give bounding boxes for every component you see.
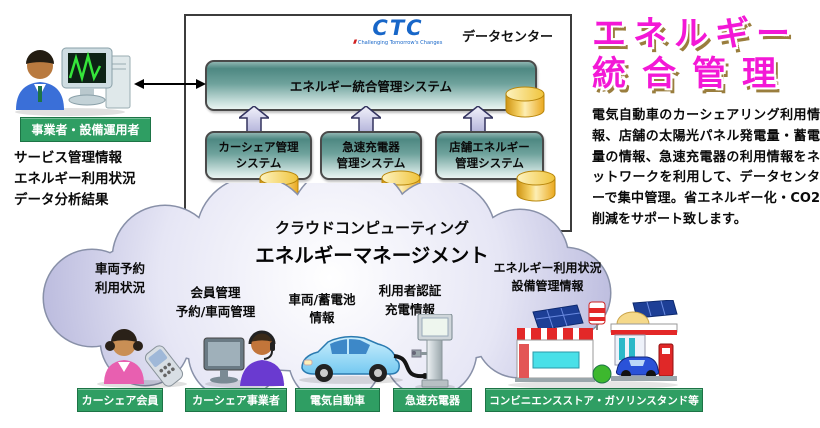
operator-info-item: データ分析結果 [14,192,109,208]
up-arrow-icon [239,106,269,133]
operator-label-badge: 事業者・設備運用者 [20,117,151,142]
entity-label-electric-vehicle: 電気自動車 [295,388,380,412]
cloud-label-member-management: 会員管理 予約/車両管理 [175,285,256,319]
entity-label-store-gas-station: コンビニエンスストア・ガソリンスタンド等 [485,388,703,412]
call-center-operator-icon [203,330,285,388]
operator-info-item: サービス管理情報 [14,150,122,166]
carshare-system-box: カーシェア管理 システム [205,131,312,180]
double-arrow-icon [134,79,206,89]
energy-management-title: エネルギーマネージメント [255,244,489,267]
promo-description: 電気自動車のカーシェアリング利用情報、店舗の太陽光パネル発電量・蓄電量の情報、急… [592,108,820,227]
electric-car-icon [299,335,428,384]
cloud-label-vehicle-battery-info: 車両/蓄電池 情報 [288,292,356,325]
up-arrow-icon [463,106,493,133]
cloud-label-vehicle-reservation: 車両予約 利用状況 [95,261,146,295]
store-energy-system-box: 店舗エネルギー 管理システム [435,131,544,180]
main-system-box: エネルギー統合管理システム [205,60,537,111]
up-arrow-icon [351,106,381,133]
cloud-label-energy-usage-facility: エネルギー利用状況 設備管理情報 [493,261,602,293]
cloud-label-user-auth-charging: 利用者認証 充電情報 [378,283,442,317]
database-cylinder-icon [516,170,556,202]
woman-with-phone-icon [97,329,187,388]
ctc-logo: CTC Challenging Tomorrow's Changes [338,18,458,46]
ctc-red-mark-icon [352,39,357,44]
cloud-computing-title: クラウドコンピューティング [274,219,470,237]
entity-label-carshare-member: カーシェア会員 [77,388,163,412]
ctc-logo-text: CTC [372,16,424,40]
ctc-logo-tagline: Challenging Tomorrow's Changes [347,39,449,45]
promo-title: エネルギー 統合管理 [592,14,797,95]
entity-label-carshare-operator: カーシェア事業者 [185,388,287,412]
convenience-store-gas-station-icon [508,300,678,389]
entity-label-quick-charger: 急速充電器 [393,388,472,412]
datacenter-label: データセンター [462,30,554,45]
operator-info-item: エネルギー利用状況 [14,171,136,187]
quick-charger-icon [411,314,455,390]
business-operator-workstation-icon [15,47,131,116]
database-cylinder-icon [505,86,545,118]
